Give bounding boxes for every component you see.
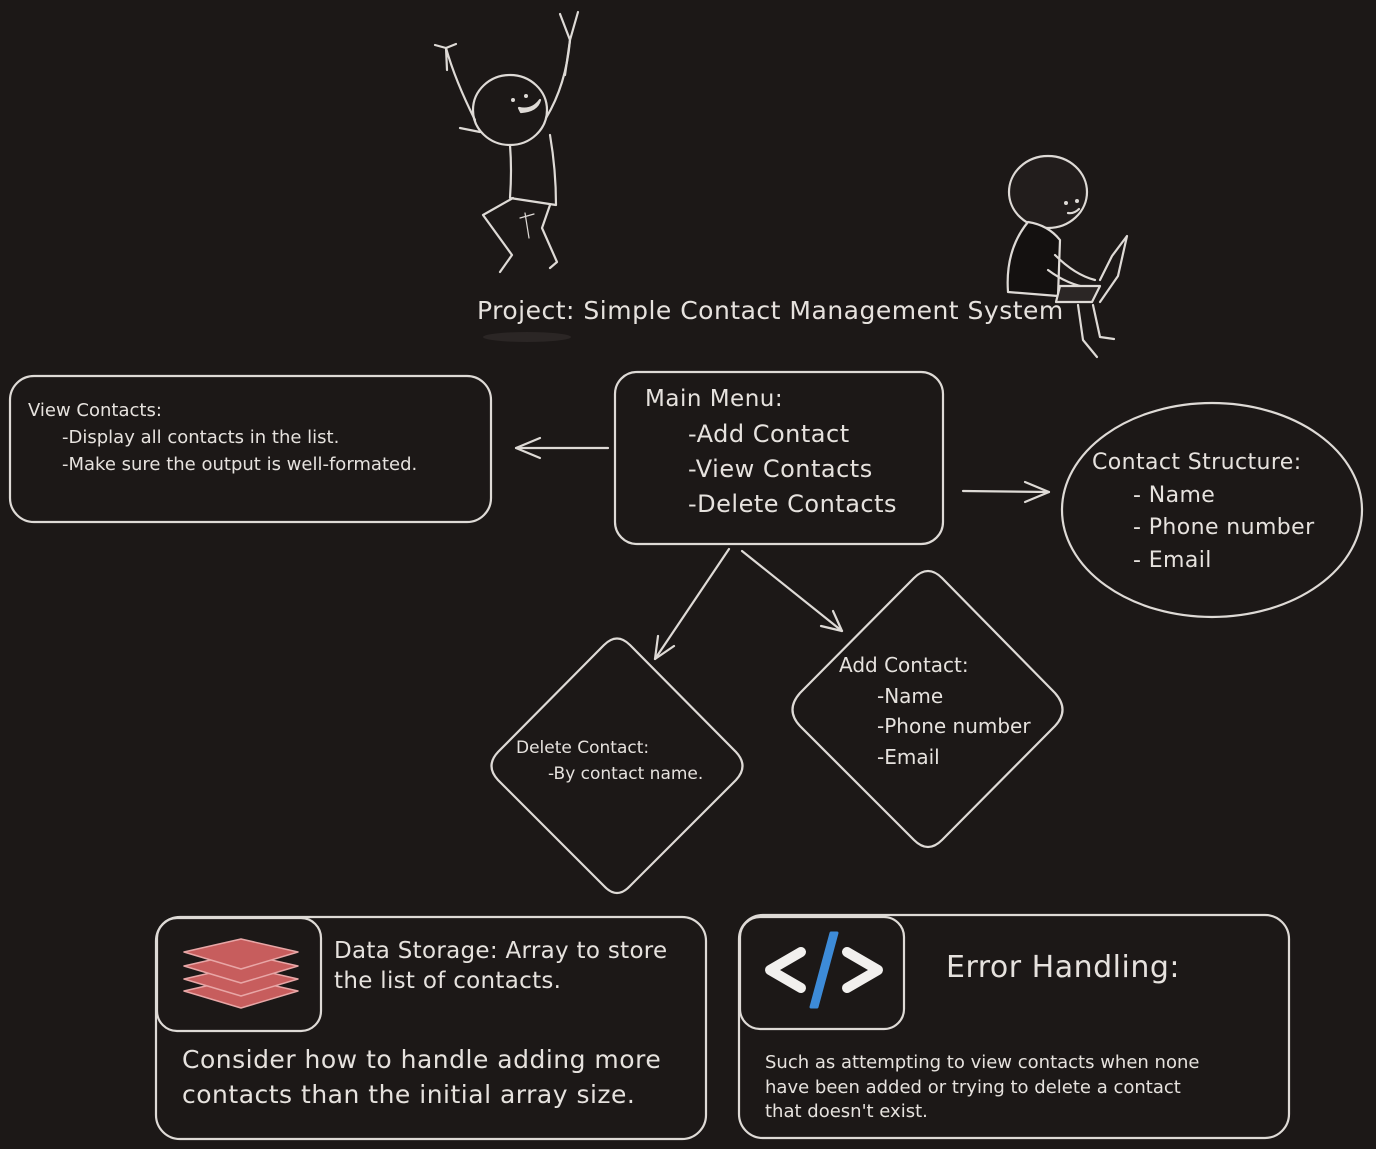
add-contact-item: -Name	[877, 684, 944, 708]
data-storage-box	[154, 915, 708, 1141]
code-icon	[765, 931, 883, 1009]
contact-structure-item: - Phone number	[1133, 515, 1315, 540]
main-menu-heading: Main Menu:	[645, 386, 784, 412]
arrow-to-contact-structure	[961, 480, 1051, 504]
contact-structure-item: - Name	[1133, 483, 1216, 508]
stick-figure-jumping-icon	[433, 10, 580, 274]
error-handling-title: Error Handling:	[946, 950, 1180, 985]
delete-contact-heading: Delete Contact:	[516, 738, 650, 758]
data-storage-note: Consider how to handle adding more	[182, 1045, 662, 1074]
main-menu-item: -View Contacts	[688, 455, 873, 483]
delete-contact-item: -By contact name.	[548, 764, 704, 784]
data-storage-text: the list of contacts.	[334, 968, 562, 994]
diagram-title: Project: Simple Contact Management Syste…	[477, 296, 1064, 325]
contact-structure-heading: Contact Structure:	[1092, 450, 1302, 475]
view-contacts-item: -Display all contacts in the list.	[62, 427, 340, 448]
view-contacts-box	[8, 374, 493, 524]
contact-structure-item: - Email	[1133, 548, 1212, 573]
delete-contact-diamond	[490, 637, 744, 895]
error-handling-text: that doesn't exist.	[765, 1101, 928, 1122]
add-contact-heading: Add Contact:	[839, 653, 969, 677]
add-contact-item: -Email	[877, 745, 940, 769]
view-contacts-heading: View Contacts:	[28, 400, 162, 421]
arrow-to-delete-contact	[653, 547, 731, 661]
stick-figure-laptop-icon	[1006, 154, 1129, 359]
contact-structure-ellipse	[1060, 401, 1364, 619]
data-storage-text: Data Storage: Array to store	[334, 938, 668, 964]
view-contacts-item: -Make sure the output is well-formated.	[62, 454, 418, 475]
error-handling-text: Such as attempting to view contacts when…	[765, 1052, 1200, 1073]
data-storage-note: contacts than the initial array size.	[182, 1080, 636, 1109]
main-menu-box	[613, 370, 945, 546]
add-contact-diamond	[791, 569, 1064, 849]
arrow-to-view-contacts	[514, 436, 610, 460]
main-menu-item: -Add Contact	[688, 420, 850, 448]
error-handling-text: have been added or trying to delete a co…	[765, 1077, 1181, 1098]
layers-icon	[183, 938, 299, 1009]
main-menu-item: -Delete Contacts	[688, 490, 898, 518]
code-icon-frame	[738, 915, 906, 1031]
add-contact-item: -Phone number	[877, 714, 1031, 738]
arrow-to-add-contact	[740, 549, 844, 633]
error-handling-box	[737, 913, 1291, 1140]
layers-icon-frame	[155, 916, 323, 1033]
